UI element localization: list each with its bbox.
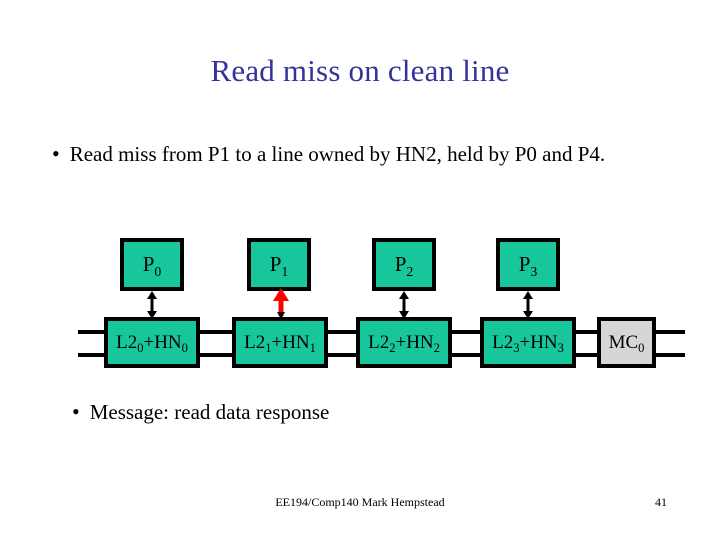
connector-arrow-p2 (399, 291, 409, 319)
processor-label-p1: P1 (269, 252, 289, 279)
memory-controller-label: MC0 (608, 332, 645, 356)
bullet-item-message: • Message: read data response (72, 398, 632, 426)
processor-label-p2: P2 (394, 252, 414, 279)
footer-credit: EE194/Comp140 Mark Hempstead (275, 495, 445, 509)
processor-label-p0: P0 (142, 252, 162, 279)
cache-label-l2-2: L22+HN2 (368, 332, 440, 356)
footer-page-number: 41 (655, 495, 667, 509)
page-title: Read miss on clean line (210, 53, 510, 88)
cache-label-l2-3: L23+HN3 (492, 332, 564, 356)
processor-box-p2[interactable]: P2 (372, 238, 436, 291)
processor-box-p1[interactable]: P1 (247, 238, 311, 291)
connector-arrow-p0 (147, 291, 157, 319)
bullet-marker-icon: • (52, 141, 60, 166)
bullet-item-read-miss: • Read miss from P1 to a line owned by H… (52, 140, 662, 168)
cache-label-l2-1: L21+HN1 (244, 332, 316, 356)
connector-arrow-p3 (523, 291, 533, 319)
cache-box-l2-0[interactable]: L20+HN0 (104, 317, 200, 368)
bullet-text-message: Message: read data response (89, 400, 330, 424)
memory-controller-box-mc0[interactable]: MC0 (597, 317, 656, 368)
cache-box-l2-1[interactable]: L21+HN1 (232, 317, 328, 368)
cache-label-l2-0: L20+HN0 (116, 332, 188, 356)
processor-box-p0[interactable]: P0 (120, 238, 184, 291)
processor-box-p3[interactable]: P3 (496, 238, 560, 291)
bullet-marker-icon-2: • (72, 399, 80, 424)
cache-box-l2-2[interactable]: L22+HN2 (356, 317, 452, 368)
cache-box-l2-3[interactable]: L23+HN3 (480, 317, 576, 368)
connector-arrow-p1-highlight (273, 288, 289, 319)
bullet-text-read-miss: Read miss from P1 to a line owned by HN2… (69, 142, 606, 166)
processor-label-p3: P3 (518, 252, 538, 279)
